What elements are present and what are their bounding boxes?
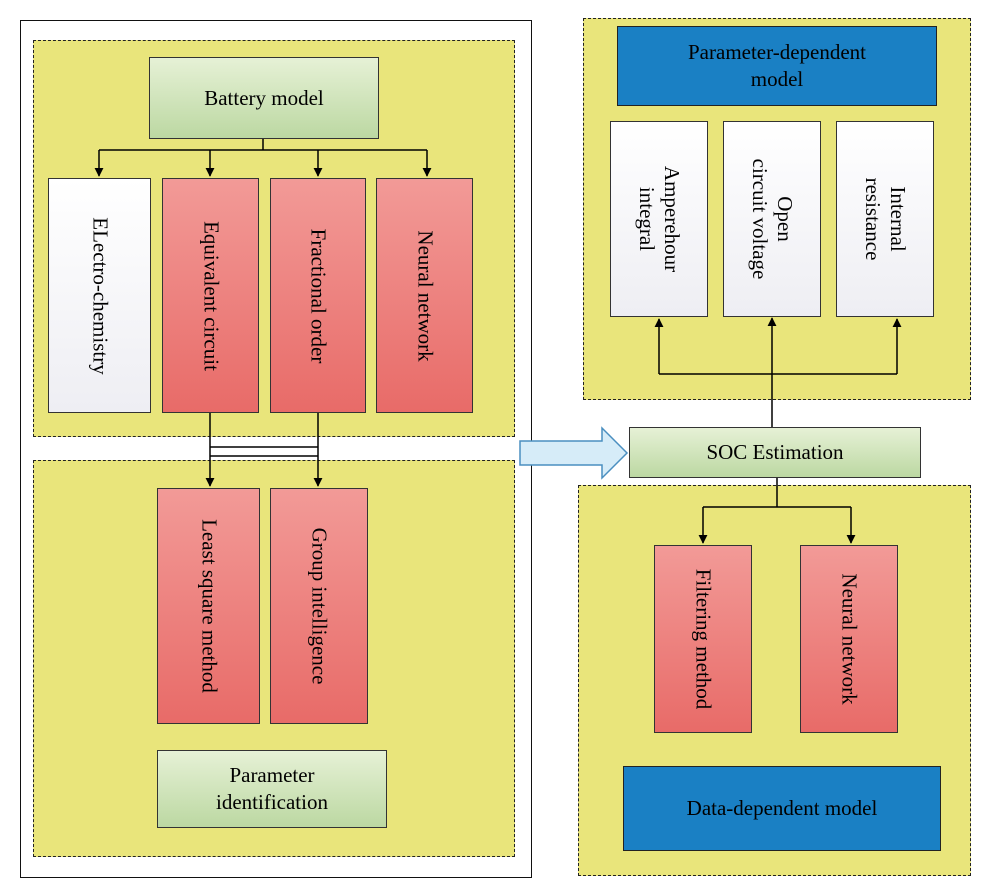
model-box-electrochemistry: ELectro-chemistry [48, 178, 151, 413]
parameter-dependent-title-line2: model [750, 67, 804, 91]
method-box-internal-resistance: Internal resistance [836, 121, 934, 317]
model-box-fractional-order: Fractional order [270, 178, 366, 413]
battery-model-box: Battery model [149, 57, 379, 139]
method-box-group-intelligence: Group intelligence [270, 488, 368, 724]
parameter-identification-line1: Parameter [229, 763, 315, 787]
battery-model-label: Battery model [204, 85, 324, 110]
parameter-dependent-title-line1: Parameter-dependent [688, 40, 866, 64]
model-box-neural-network: Neural network [376, 178, 473, 413]
parameter-identification-line2: identification [216, 790, 328, 814]
method-box-least-square: Least square method [157, 488, 260, 724]
method-box-amperehour-integral: Amperehour integral [610, 121, 708, 317]
method-box-filtering: Filtering method [654, 545, 752, 733]
parameter-dependent-model-box: Parameter-dependent model [617, 26, 937, 106]
model-box-equivalent-circuit: Equivalent circuit [162, 178, 259, 413]
data-dependent-title: Data-dependent model [686, 796, 878, 820]
soc-estimation-label: SOC Estimation [706, 440, 844, 464]
parameter-identification-box: Parameter identification [157, 750, 387, 828]
method-box-neural-network-data: Neural network [800, 545, 898, 733]
soc-estimation-box: SOC Estimation [629, 427, 921, 478]
block-arrow-icon [519, 426, 629, 480]
method-box-open-circuit-voltage: Open circuit voltage [723, 121, 821, 317]
data-dependent-model-box: Data-dependent model [623, 766, 941, 851]
